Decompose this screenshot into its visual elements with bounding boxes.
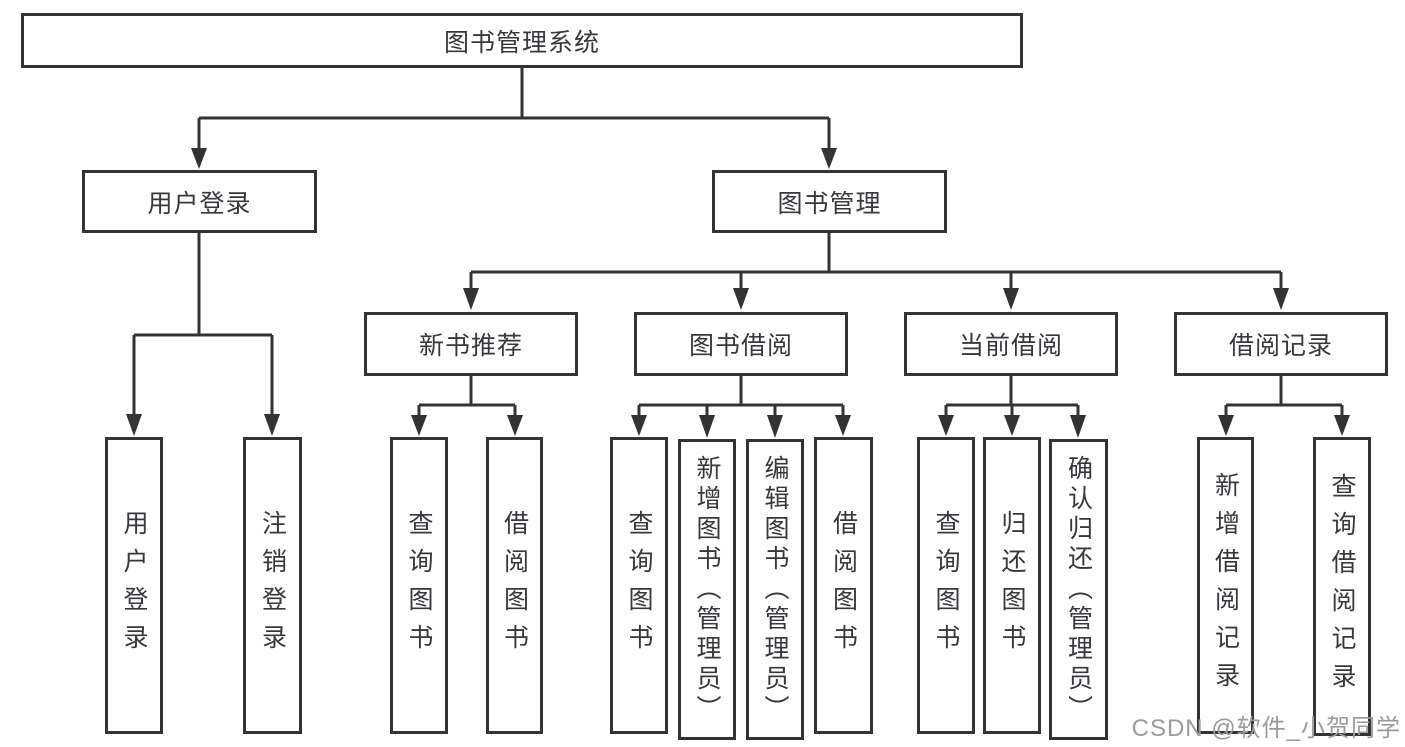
node-library-management-system: 图书管理系统 [21,13,1023,68]
node-label: 查询图书 [625,509,653,662]
node-book-borrowing: 图书借阅 [634,312,848,376]
node-label: 借阅记录 [1228,332,1333,360]
node-label: 归还图书 [998,509,1026,662]
leaf-records-query-record: 查询借阅记录 [1313,437,1371,736]
node-current-borrowing: 当前借阅 [904,312,1118,376]
node-new-book-recommendation: 新书推荐 [364,312,578,376]
leaf-borrow-add-books-admin: 新增图书（管理员） [678,439,736,740]
arrowheads [126,148,1350,438]
node-label: 新增借阅记录 [1211,471,1240,700]
leaf-user-login: 用户登录 [105,437,163,734]
leaf-borrow-query-books: 查询图书 [610,437,668,734]
node-user-login: 用户登录 [82,170,317,233]
node-label: 新书推荐 [418,332,523,360]
node-label: 查询图书 [405,509,433,662]
node-label: 查询借阅记录 [1328,472,1356,701]
node-label: 编辑图书（管理员） [761,454,789,725]
node-label: 用户登录 [147,189,252,218]
leaf-current-return-books: 归还图书 [983,437,1041,734]
node-label: 查询图书 [932,509,960,662]
node-label: 当前借阅 [958,332,1063,360]
node-label: 图书管理 [777,189,882,218]
node-label: 确认归还（管理员） [1064,454,1093,725]
node-label: 借阅图书 [500,509,529,662]
node-book-management: 图书管理 [712,170,947,233]
node-label: 图书管理系统 [443,28,600,57]
node-borrowing-records: 借阅记录 [1174,312,1388,376]
node-label: 借阅图书 [829,509,858,662]
leaf-recommend-borrow-books: 借阅图书 [486,437,543,734]
leaf-logout: 注销登录 [243,437,302,734]
node-label: 新增图书（管理员） [693,454,721,725]
watermark: CSDN @软件_小贺同学 [1131,715,1401,742]
leaf-recommend-query-books: 查询图书 [390,437,448,734]
leaf-borrow-edit-books-admin: 编辑图书（管理员） [746,439,804,740]
leaf-borrow-borrow-books: 借阅图书 [814,437,873,734]
leaf-records-add-record: 新增借阅记录 [1197,437,1254,734]
node-label: 注销登录 [258,509,287,662]
node-label: 图书借阅 [688,332,793,360]
leaf-current-confirm-return-admin: 确认归还（管理员） [1049,439,1108,740]
node-label: 用户登录 [120,509,148,662]
leaf-current-query-books: 查询图书 [917,437,975,734]
